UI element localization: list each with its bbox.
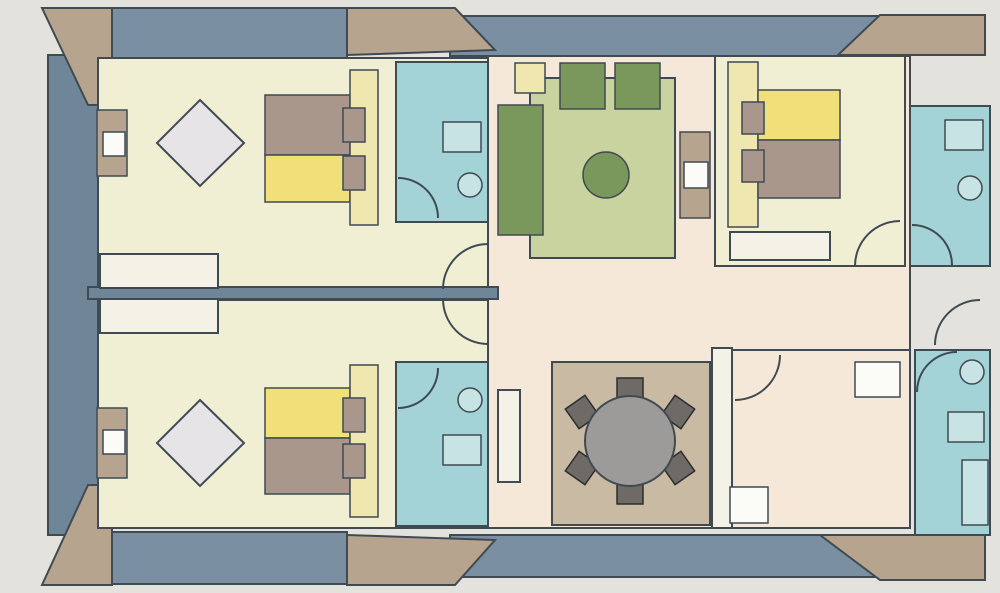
bottom-window-bay bbox=[346, 533, 498, 586]
rug-diamond bbox=[155, 98, 246, 188]
toilet-icon bbox=[442, 434, 482, 466]
door-swing bbox=[397, 177, 439, 219]
exterior-walls bbox=[40, 7, 986, 586]
headboard bbox=[727, 61, 759, 228]
kitchen-door[interactable] bbox=[734, 354, 781, 401]
shower-icon bbox=[961, 459, 989, 526]
bedroom-1-door[interactable] bbox=[442, 243, 489, 290]
armchair bbox=[614, 62, 661, 110]
door-swing bbox=[397, 367, 439, 409]
headboard bbox=[349, 69, 379, 226]
bedroom-partition-wall bbox=[87, 286, 499, 300]
top-left-balcony bbox=[111, 7, 348, 61]
door-swing bbox=[911, 224, 953, 266]
headboard bbox=[349, 364, 379, 518]
side-table bbox=[514, 62, 546, 94]
bottom-left-balcony bbox=[111, 531, 348, 585]
bed-sheet bbox=[757, 89, 841, 141]
bathroom-fixtures bbox=[397, 119, 989, 526]
appliance bbox=[729, 486, 769, 524]
sideboard bbox=[497, 389, 521, 483]
bedroom-2 bbox=[96, 298, 379, 518]
rug-diamond bbox=[155, 398, 246, 488]
doors bbox=[442, 220, 981, 401]
bottom-balcony bbox=[449, 534, 881, 578]
bed-blanket bbox=[264, 437, 351, 495]
wardrobe bbox=[99, 253, 219, 289]
pillow bbox=[741, 101, 765, 135]
pillow bbox=[342, 397, 366, 433]
sink-icon bbox=[457, 387, 483, 413]
pillow bbox=[342, 107, 366, 143]
fireplace-opening bbox=[102, 131, 126, 157]
bed-blanket bbox=[264, 94, 351, 156]
entry-door[interactable] bbox=[934, 299, 981, 346]
sink-icon bbox=[957, 175, 983, 201]
toilet-icon bbox=[944, 119, 984, 151]
coffee-table bbox=[582, 151, 630, 199]
kitchen bbox=[711, 347, 910, 529]
sofa bbox=[497, 104, 544, 236]
fireplace-opening bbox=[683, 161, 709, 189]
living-room bbox=[497, 62, 711, 526]
appliance bbox=[854, 361, 901, 398]
bed-blanket bbox=[757, 139, 841, 199]
bedroom-2-door[interactable] bbox=[442, 298, 489, 345]
bedroom-3 bbox=[679, 61, 841, 261]
pillow bbox=[342, 443, 366, 479]
sink-icon bbox=[457, 172, 483, 198]
dining-table bbox=[584, 395, 676, 487]
wardrobe bbox=[99, 298, 219, 334]
bedroom-1 bbox=[96, 69, 379, 289]
door-swing bbox=[916, 351, 958, 393]
armchair bbox=[559, 62, 606, 110]
bed-sheet bbox=[264, 387, 351, 439]
fireplace-opening bbox=[102, 429, 126, 455]
sink-icon bbox=[959, 359, 985, 385]
bedroom-3-door[interactable] bbox=[854, 220, 901, 267]
wardrobe bbox=[729, 231, 831, 261]
toilet-icon bbox=[442, 121, 482, 153]
top-window-bay bbox=[346, 7, 498, 57]
pillow bbox=[741, 149, 765, 183]
top-balcony bbox=[449, 15, 881, 57]
top-right-window-bay bbox=[835, 14, 986, 56]
bed-sheet bbox=[264, 154, 351, 203]
toilet-icon bbox=[947, 411, 985, 443]
kitchen-partition bbox=[711, 347, 733, 529]
pillow bbox=[342, 155, 366, 191]
